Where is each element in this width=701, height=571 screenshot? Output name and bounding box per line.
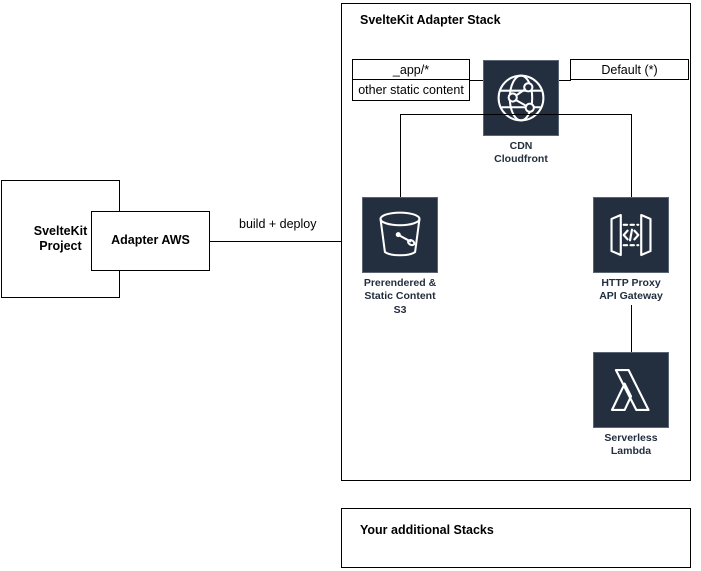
additional-stacks-title: Your additional Stacks [360, 523, 494, 537]
api-gateway-caption: HTTP Proxy API Gateway [599, 277, 663, 303]
lambda-caption: Serverless Lambda [604, 432, 658, 458]
sveltekit-adapter-stack-title: SvelteKit Adapter Stack [360, 13, 501, 27]
cdn-cloudfront-service[interactable]: CDN Cloudfront [483, 60, 559, 165]
build-deploy-label: build + deploy [236, 217, 320, 231]
s3-static-content-caption: Prerendered & Static Content S3 [363, 277, 437, 316]
cdn-to-default-route-line [559, 80, 571, 81]
s3-static-content-service[interactable]: Prerendered & Static Content S3 [362, 197, 438, 316]
apigateway-to-lambda-line [631, 305, 632, 352]
api-gateway-icon [593, 197, 669, 273]
lambda-icon [593, 352, 669, 428]
bucket-icon [362, 197, 438, 273]
additional-stacks-container[interactable] [341, 508, 691, 568]
static-routes-box[interactable]: _app/* other static content [352, 59, 470, 101]
default-route-cell[interactable]: Default (*) [570, 59, 689, 80]
lambda-service[interactable]: Serverless Lambda [593, 352, 669, 457]
static-routes-cell-other[interactable]: other static content [352, 80, 470, 101]
adapter-aws-label: Adapter AWS [111, 233, 190, 248]
static-routes-to-cdn-line [470, 80, 484, 81]
cdn-branch-bus-line [400, 114, 632, 115]
api-gateway-service[interactable]: HTTP Proxy API Gateway [593, 197, 669, 302]
cdn-to-s3-line [400, 114, 401, 198]
static-routes-cell-app[interactable]: _app/* [352, 59, 470, 80]
cdn-cloudfront-caption: CDN Cloudfront [494, 140, 548, 166]
sveltekit-project-label: SvelteKit Project [33, 223, 88, 253]
cdn-to-apigateway-line [631, 114, 632, 198]
adapter-aws-box[interactable] [91, 211, 210, 271]
default-route-box[interactable]: Default (*) [570, 59, 689, 80]
globe-network-icon [483, 60, 559, 136]
build-deploy-line [210, 241, 342, 242]
